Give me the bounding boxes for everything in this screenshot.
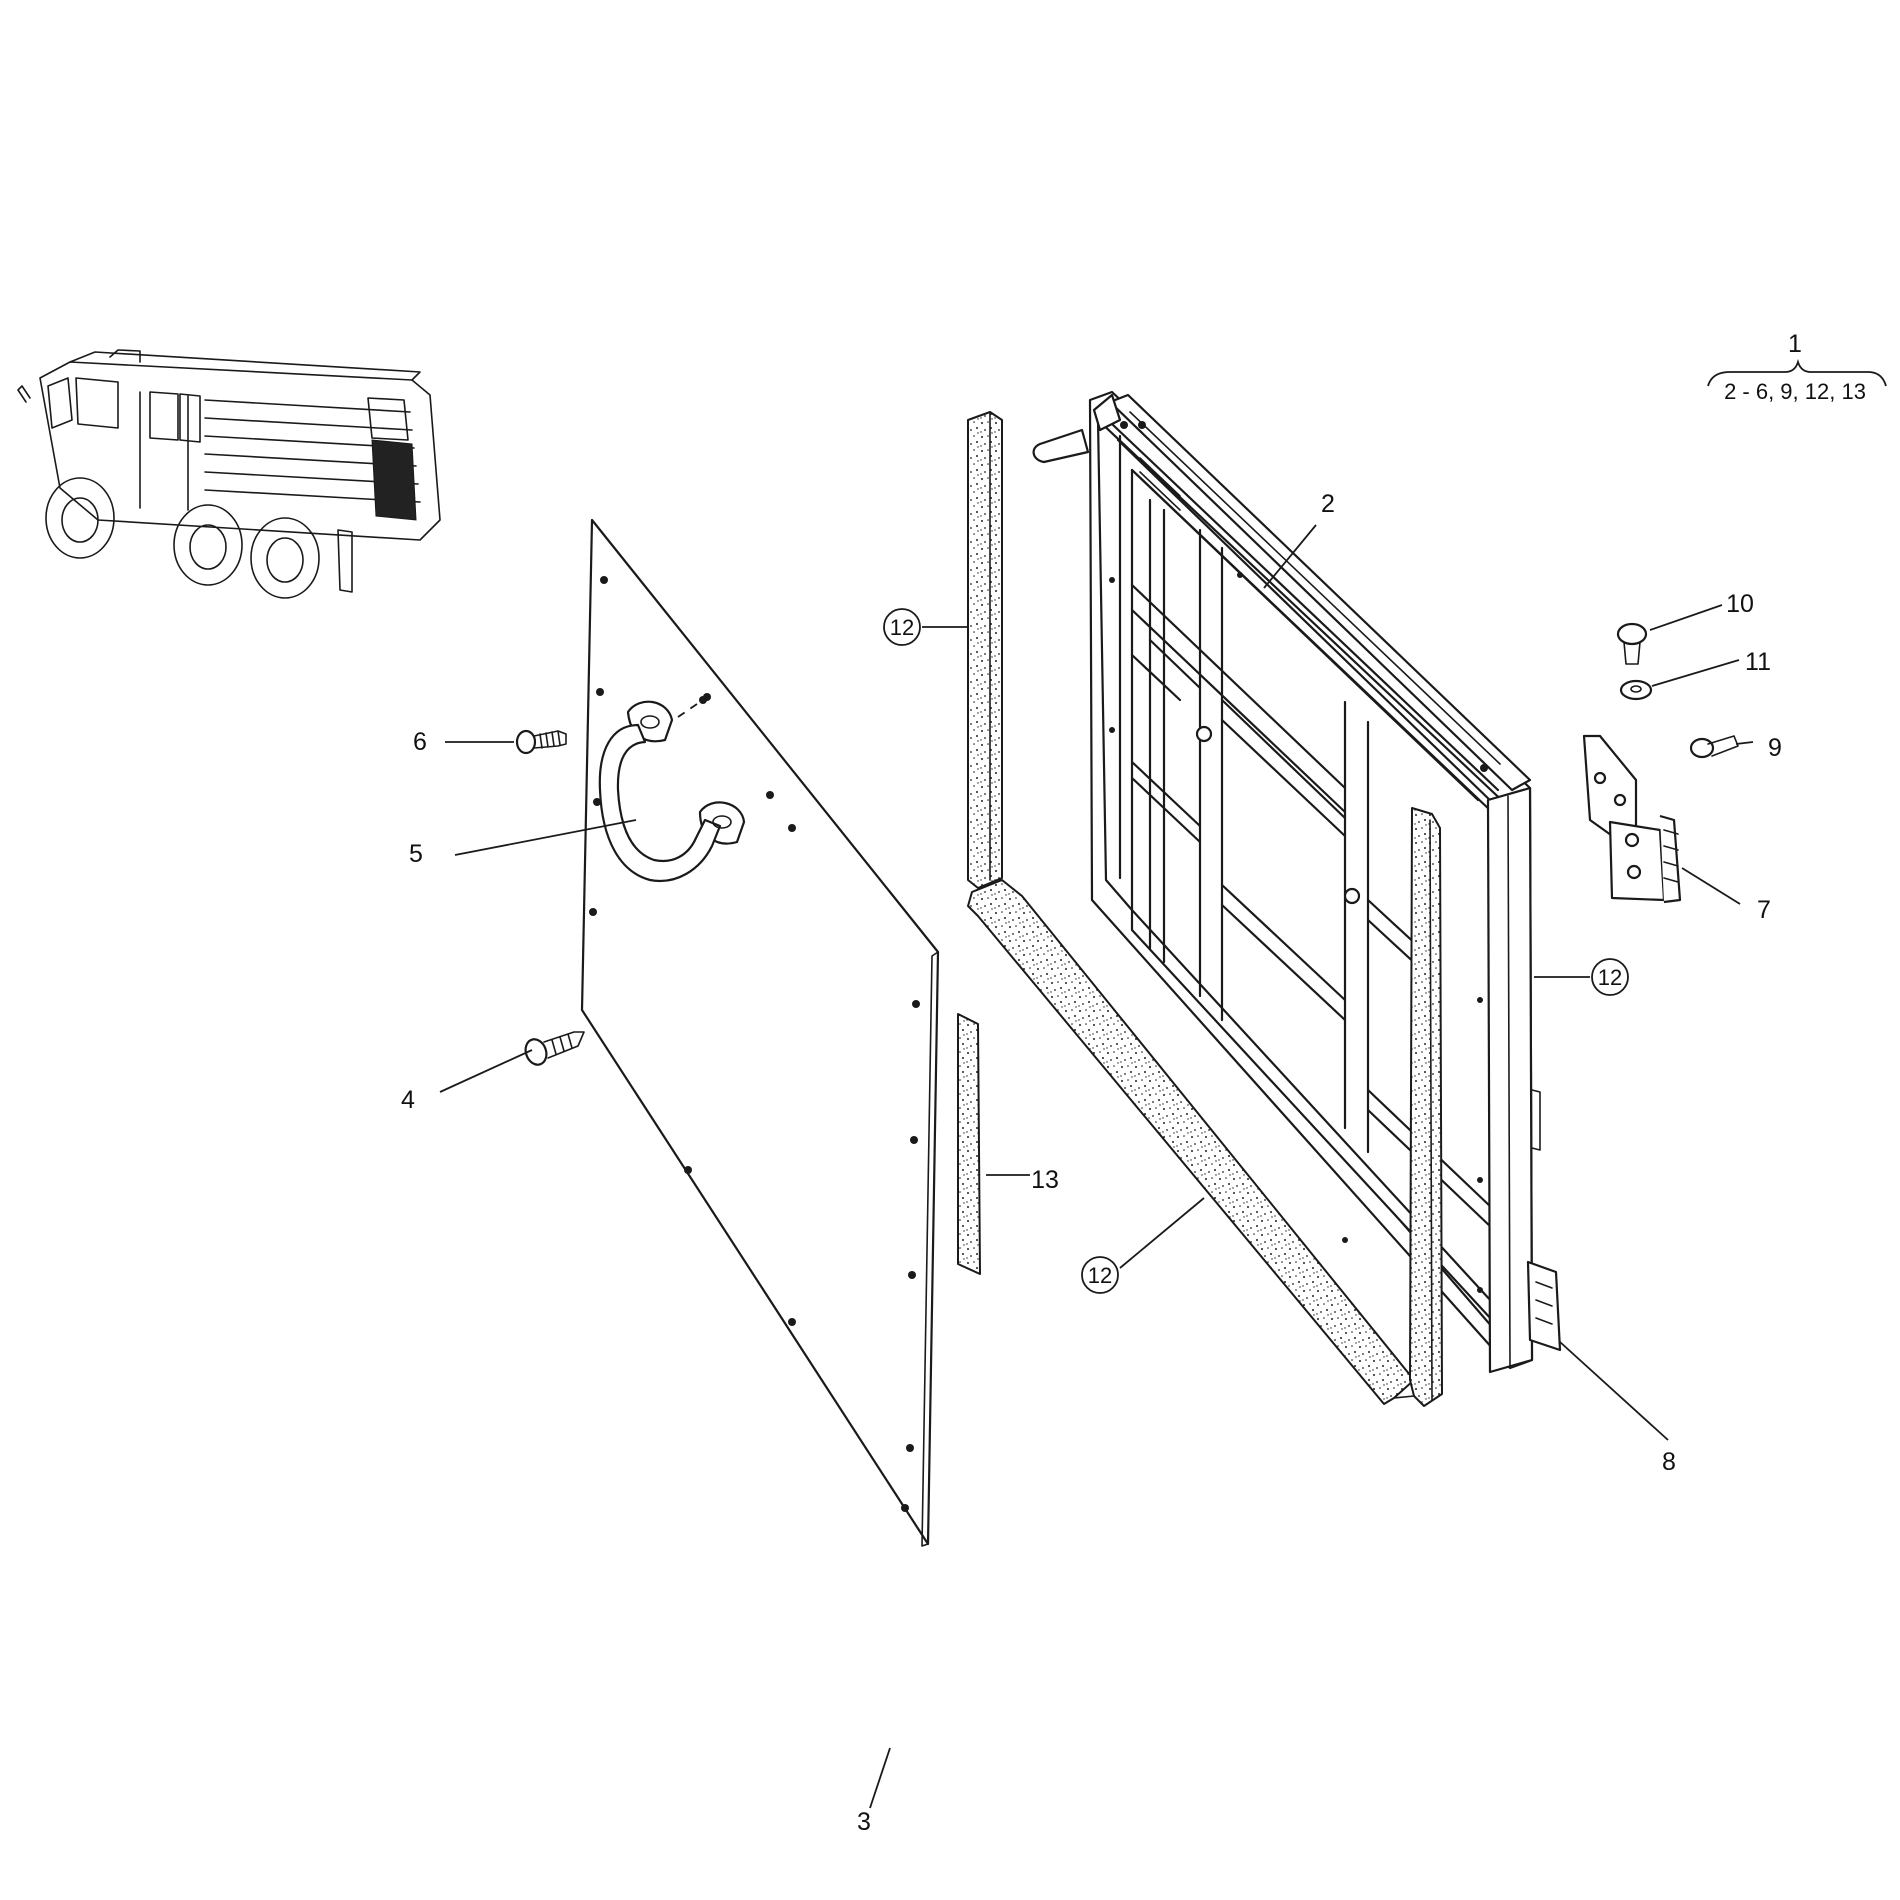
- callout-12-label-c: 12: [1088, 1263, 1112, 1288]
- part-7-hinge-bracket: [1582, 734, 1682, 904]
- callout-7: 7: [1757, 896, 1771, 924]
- part-5-grab-handle: [598, 700, 746, 883]
- part-8-lower-hinge: [1526, 1260, 1562, 1352]
- callout-9: 9: [1768, 734, 1782, 762]
- vehicle-thumbnail: [17, 349, 441, 599]
- part-12-seals: [967, 411, 1443, 1407]
- assembly-number: 1: [1788, 330, 1802, 358]
- handle-fastener-path: [677, 701, 701, 718]
- callout-12-bottom: 12: [1081, 1256, 1119, 1294]
- callout-6: 6: [413, 728, 427, 756]
- handle-fastener-hole: [699, 696, 707, 704]
- part-6-screw: [515, 729, 567, 755]
- callout-4: 4: [401, 1086, 415, 1114]
- callout-5: 5: [409, 840, 423, 868]
- part-4-screw: [524, 1031, 585, 1066]
- panel-holes: [589, 576, 920, 1512]
- callout-12-top-left: 12: [883, 608, 921, 646]
- assembly-includes: 2 - 6, 9, 12, 13: [1724, 379, 1866, 404]
- part-13-seal-strip: [957, 1013, 981, 1275]
- callout-12-label-a: 12: [890, 615, 914, 640]
- callout-12-right: 12: [1591, 958, 1629, 996]
- part-2-door-frame: [1032, 390, 1562, 1374]
- callout-11: 11: [1745, 648, 1771, 676]
- seal-vertical-right: [1409, 807, 1443, 1407]
- leader-lines: [439, 524, 1754, 1809]
- part-10-bolt: [1616, 622, 1648, 665]
- part-3-door-panel: [580, 518, 940, 1547]
- part-9-bolt: [1689, 735, 1739, 759]
- callout-10: 10: [1726, 590, 1754, 618]
- seal-vertical-left: [967, 411, 1003, 889]
- callout-labels: 2 3 4 5 6 7 8 9 10 11 13: [401, 490, 1782, 1836]
- callout-3: 3: [857, 1808, 871, 1836]
- assembly-brace: [1707, 358, 1887, 387]
- callout-13: 13: [1031, 1166, 1059, 1194]
- callout-12-label-b: 12: [1598, 965, 1622, 990]
- callout-8: 8: [1662, 1448, 1676, 1476]
- callout-2: 2: [1321, 490, 1335, 518]
- assembly-reference: 1 2 - 6, 9, 12, 13: [1707, 330, 1887, 404]
- part-11-washer: [1619, 679, 1653, 701]
